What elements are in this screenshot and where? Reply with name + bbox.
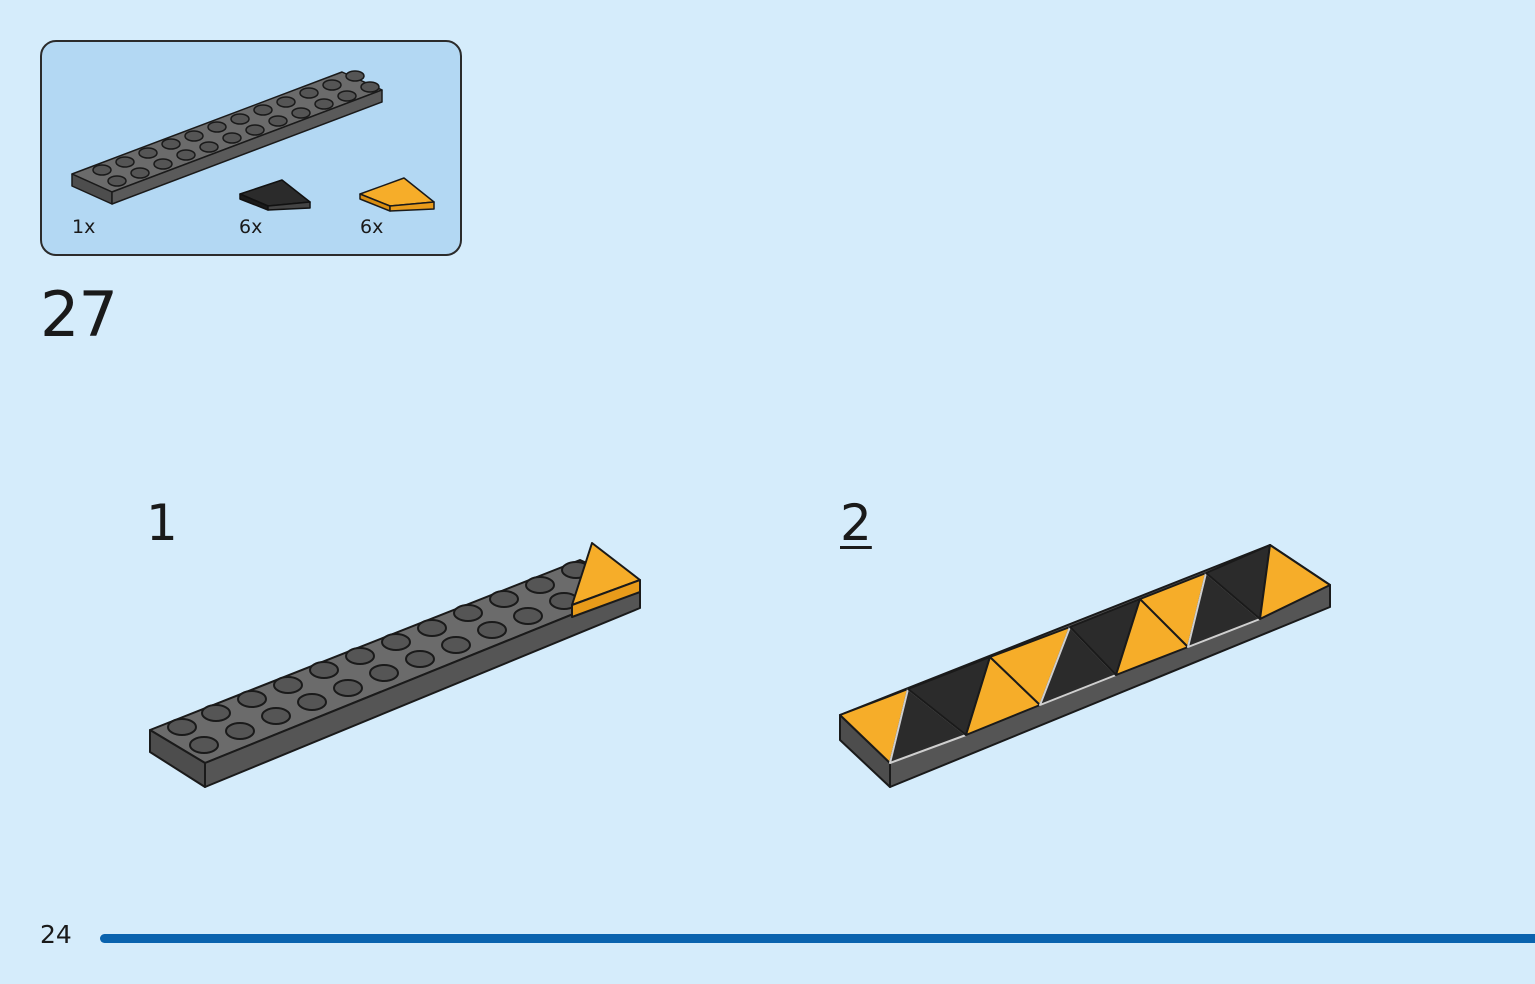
plate-quantity: 1x [72,216,96,238]
substep-1-model [149,542,641,788]
black-wedge-quantity: 6x [239,216,263,238]
parts-illustration [71,70,435,212]
orange-wedge-icon [359,177,435,212]
step-number: 27 [40,278,118,351]
progress-bar [100,934,1535,943]
substep-2-number: 2 [840,494,872,552]
dark-grey-plate-icon [71,70,383,205]
parts-callout: 1x 6x 6x [40,40,462,256]
substep-2-model [839,544,1331,788]
orange-wedge-quantity: 6x [360,216,384,238]
black-wedge-icon [239,179,311,211]
substep-1-number: 1 [146,494,178,552]
page-number: 24 [40,920,72,949]
